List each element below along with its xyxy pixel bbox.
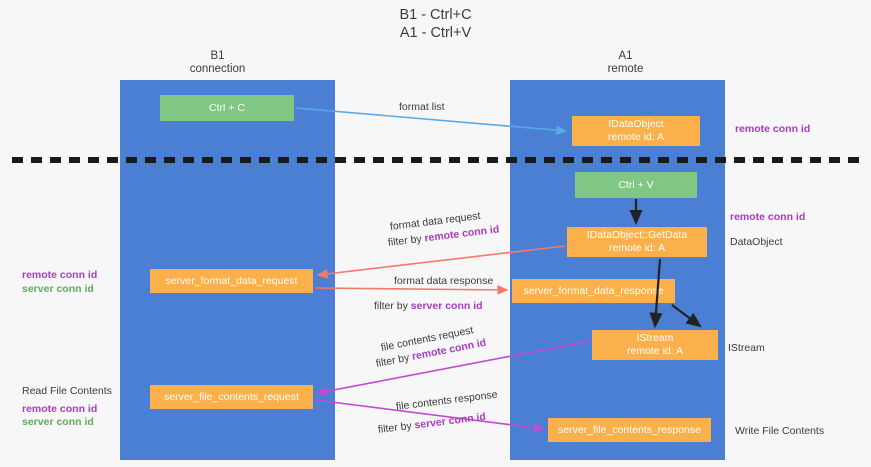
edge-format-data-response [315,285,509,295]
node-idataobject-getdata[interactable]: IDataObject::GetData remote id: A [567,227,707,257]
annotation-left-remote-conn-id: remote conn id [22,269,98,281]
filter-prefix: filter by [387,232,426,249]
annotation-write-file-contents: Write File Contents [735,425,825,437]
node-istream[interactable]: IStream remote id: A [592,330,718,360]
filter-prefix: filter by [374,351,414,370]
filter-prefix: filter by [374,300,411,312]
filter-key-server-conn-id: server conn id [413,410,487,432]
node-ctrl-v[interactable]: Ctrl + V [575,172,697,198]
edge-label-file-contents-response-filter: filter by server conn id [377,410,486,437]
filter-key-server-conn-id: server conn id [410,300,483,312]
node-idataobject[interactable]: IDataObject remote id: A [572,116,700,146]
node-ctrl-c[interactable]: Ctrl + C [160,95,294,121]
edge-label-format-data-response-filter: filter by server conn id [374,299,483,313]
column-header-a1: A1 remote [607,50,644,75]
annotation-istream: IStream [728,342,765,354]
annotation-left-server-conn-id: server conn id [22,283,94,295]
annotation-read-file-contents: Read File Contents [22,385,112,397]
node-server-file-contents-request[interactable]: server_file_contents_request [150,385,313,409]
filter-prefix: filter by [377,419,416,436]
annotation-dataobject: DataObject [730,236,783,248]
column-header-b1: B1 connection [189,50,246,75]
annotation-left-remote-conn-id-2: remote conn id [22,403,98,415]
annotation-remote-conn-id-mid: remote conn id [730,211,806,223]
edge-label-format-data-response: format data response [394,275,494,287]
annotation-left-server-conn-id-2: server conn id [22,416,94,428]
edge-label-format-list: format list [399,101,445,113]
node-server-format-data-response[interactable]: server_format_data_response [512,279,675,303]
annotation-remote-conn-id-top: remote conn id [735,123,811,135]
node-server-file-contents-response[interactable]: server_file_contents_response [548,418,711,442]
page-title: B1 - Ctrl+C A1 - Ctrl+V [399,7,472,41]
node-server-format-data-request[interactable]: server_format_data_request [150,269,313,293]
